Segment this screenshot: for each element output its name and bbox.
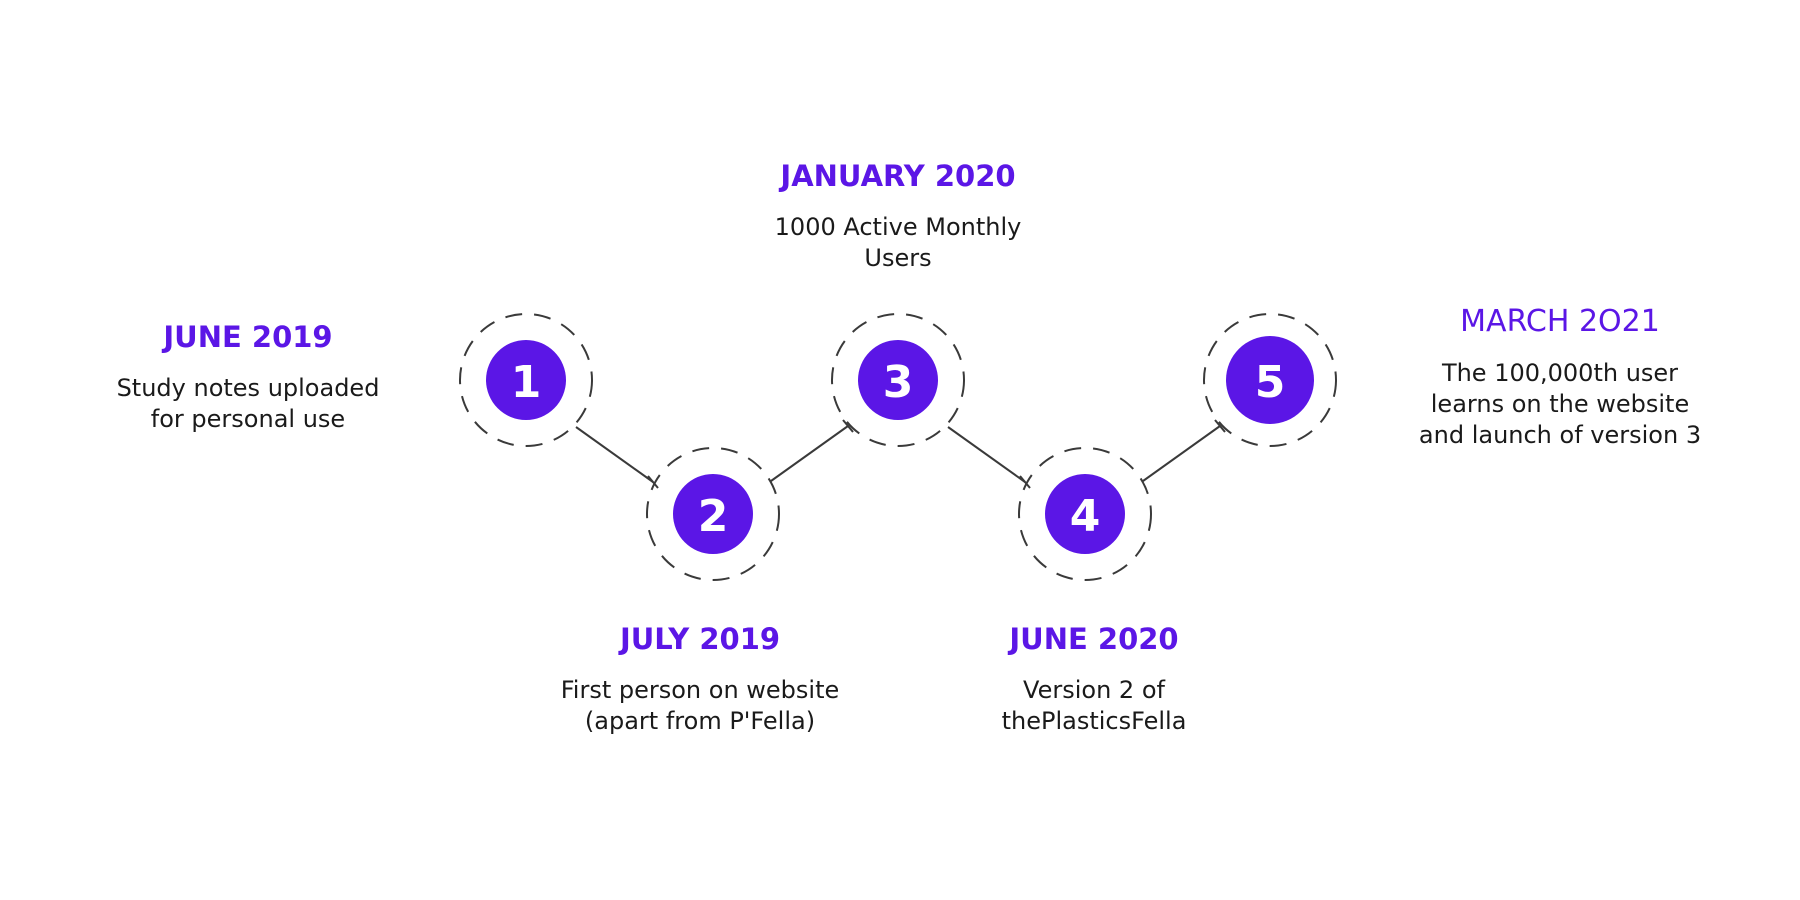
milestone-1-label: JUNE 2019 Study notes uploaded for perso… <box>78 320 418 435</box>
step-2-disc <box>673 474 753 554</box>
step-3-number: 3 <box>883 357 914 408</box>
milestone-2-label: JULY 2019 First person on website (apart… <box>530 622 870 737</box>
milestone-4-label: JUNE 2020 Version 2 of thePlasticsFella <box>924 622 1264 737</box>
step-2-node: 2 <box>646 447 780 581</box>
milestone-1-date: JUNE 2019 <box>163 320 333 354</box>
step-3-dashed-ring <box>831 313 965 447</box>
connector-4-5 <box>1142 425 1221 482</box>
milestone-2-date: JULY 2019 <box>619 622 781 656</box>
milestone-2-description: First person on website (apart from P'Fe… <box>560 675 840 735</box>
step-4-node: 4 <box>1018 447 1152 581</box>
connectors <box>575 419 1226 489</box>
connector-3-4 <box>947 426 1026 483</box>
step-3-disc <box>858 340 938 420</box>
step-2-number: 2 <box>698 491 729 542</box>
step-4-disc <box>1045 474 1125 554</box>
connector-1-2 <box>575 426 654 483</box>
connector-1-2-tick <box>647 475 659 489</box>
step-1-number: 1 <box>511 357 542 408</box>
connector-3-4-tick <box>1019 475 1031 489</box>
step-5-number: 5 <box>1255 357 1286 408</box>
step-1-node: 1 <box>459 313 593 447</box>
step-4-number: 4 <box>1070 491 1101 542</box>
connector-2-3 <box>770 425 849 482</box>
milestone-5-label: MARCH 2O21 The 100,000th user learns on … <box>1390 304 1730 451</box>
step-5-dashed-ring <box>1203 313 1337 447</box>
milestone-3-date: JANUARY 2020 <box>780 159 1016 193</box>
step-5-disc <box>1226 336 1314 424</box>
step-1-dashed-ring <box>459 313 593 447</box>
milestone-4-description: Version 2 of thePlasticsFella <box>1001 675 1187 735</box>
step-1-disc <box>486 340 566 420</box>
step-3-node: 3 <box>831 313 965 447</box>
step-2-dashed-ring <box>646 447 780 581</box>
milestone-1-description: Study notes uploaded for personal use <box>116 373 380 433</box>
connector-4-5-tick <box>1214 419 1226 433</box>
step-4-dashed-ring <box>1018 447 1152 581</box>
milestone-3-description: 1000 Active Monthly Users <box>774 212 1022 272</box>
connector-2-3-tick <box>842 419 854 433</box>
milestone-5-date: MARCH 2O21 <box>1460 304 1660 339</box>
milestone-3-label: JANUARY 2020 1000 Active Monthly Users <box>728 159 1068 274</box>
step-5-node: 5 <box>1203 313 1337 447</box>
milestone-4-date: JUNE 2020 <box>1009 622 1179 656</box>
milestone-5-description: The 100,000th user learns on the website… <box>1418 359 1702 449</box>
